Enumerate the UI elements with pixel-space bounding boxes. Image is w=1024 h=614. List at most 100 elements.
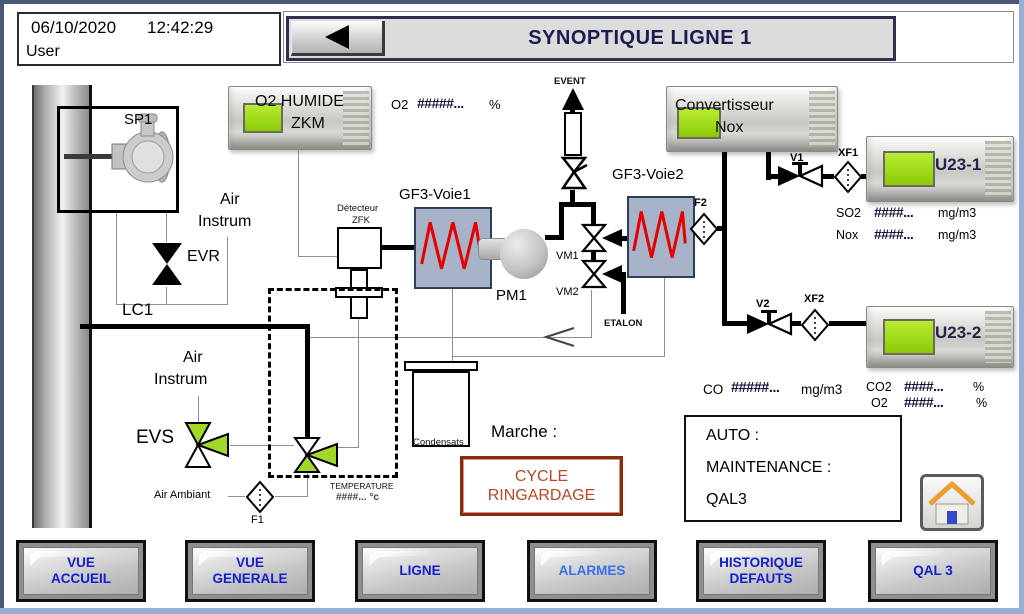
zkm-label-2: ZKM [291, 115, 325, 132]
pipe [559, 202, 596, 207]
o2-top-label: O2 [391, 97, 409, 112]
o2-top-unit: % [489, 97, 501, 112]
pipe [591, 204, 596, 224]
pipe [198, 396, 199, 422]
home-icon [928, 481, 976, 524]
nav-label: HISTORIQUE [719, 555, 803, 570]
evr-valve-icon [152, 243, 182, 285]
pipe [228, 496, 245, 497]
air-ambiant-label: Air Ambiant [154, 489, 211, 501]
o2-bottom-label: O2 [871, 396, 888, 410]
back-button[interactable] [291, 21, 385, 56]
pipe [861, 174, 868, 179]
nav-label: DEFAUTS [729, 571, 793, 586]
converter-screen [677, 107, 721, 139]
sp1-label: SP1 [124, 111, 153, 128]
zkm-analyzer: O2 HUMIDE ZKM [228, 86, 372, 150]
nav-historique-defauts-button[interactable]: HISTORIQUE DEFAUTS [696, 540, 826, 602]
pipe [298, 148, 299, 257]
f1-label: F1 [251, 514, 264, 526]
pipe [791, 321, 801, 326]
heatsink-ridges [809, 91, 835, 147]
evs-label: EVS [136, 427, 175, 448]
vm2-valve-icon [580, 259, 622, 289]
pipe-lc1 [80, 324, 310, 329]
vent-arrow-icon [562, 88, 584, 110]
u23-1-label: U23-1 [935, 155, 982, 174]
nox-label: Nox [836, 228, 859, 242]
gf3-voie2-heater [627, 196, 695, 278]
u23-1-analyzer: U23-1 [866, 136, 1014, 202]
u23-1-screen [883, 151, 935, 187]
co-value: #####... [731, 380, 780, 396]
maintenance-label: MAINTENANCE : [706, 459, 832, 476]
zfk-detector [337, 227, 382, 269]
so2-label: SO2 [836, 206, 862, 220]
xf1-label: XF1 [838, 147, 859, 159]
pipe [358, 319, 359, 448]
air-instrum-low-2: Instrum [154, 371, 208, 388]
so2-unit: mg/m3 [938, 206, 977, 220]
sample-3way-valve-icon [293, 437, 338, 473]
evr-label: EVR [187, 248, 220, 265]
zkm-screen [243, 103, 283, 133]
rotameter [564, 112, 582, 156]
temperature-label: TEMPERATURE [330, 481, 394, 491]
v1-label: V1 [790, 152, 804, 164]
pipe-etalon [621, 272, 626, 314]
o2-bottom-unit: % [976, 396, 988, 410]
page-title: SYNOPTIQUE LIGNE 1 [528, 27, 752, 49]
nav-vue-accueil-button[interactable]: VUE ACCUEIL [16, 540, 146, 602]
air-instrum-top-1: Air [220, 191, 240, 208]
home-button[interactable] [920, 474, 984, 531]
heated-enclosure [268, 288, 398, 478]
gf3-voie1-label: GF3-Voie1 [399, 186, 471, 203]
u23-2-analyzer: U23-2 [866, 306, 1014, 368]
heatsink-ridges [985, 141, 1011, 197]
probe-icon [64, 113, 174, 183]
cycle-ringardage-box: CYCLE RINGARDAGE [460, 456, 623, 516]
nav-qal3-button[interactable]: QAL 3 [868, 540, 998, 602]
detector-label-1: Détecteur [337, 203, 379, 214]
nox-unit: mg/m3 [938, 228, 977, 242]
nav-vue-generale-button[interactable]: VUE GENERALE [185, 540, 315, 602]
u23-2-screen [883, 319, 935, 355]
gf3-voie2-label: GF3-Voie2 [612, 166, 684, 183]
pipe [722, 321, 748, 326]
vent-valve-icon [560, 156, 588, 190]
vm1-label: VM1 [556, 250, 579, 262]
pipe [166, 287, 167, 305]
nav-label: ALARMES [558, 563, 626, 578]
pipe [591, 252, 596, 260]
pipe [338, 447, 358, 448]
vm1-valve-icon [580, 223, 622, 253]
zkm-label-1: O2 HUMIDE [255, 93, 344, 110]
frame-edge [0, 608, 1024, 614]
converter-label-2: Nox [715, 119, 744, 136]
auto-label: AUTO : [706, 427, 760, 444]
evs-valve-icon [184, 422, 229, 468]
v1-valve-icon [778, 162, 824, 188]
cycle-line1: CYCLE [514, 468, 569, 485]
nav-label: VUE [67, 555, 95, 570]
nav-label: LIGNE [399, 563, 441, 578]
pipe [822, 174, 834, 179]
pipe [766, 150, 771, 180]
pipe [559, 202, 564, 240]
nav-label: VUE [236, 555, 264, 570]
v2-label: V2 [756, 298, 770, 310]
f2-label: F2 [694, 197, 707, 209]
pipe [230, 445, 294, 446]
nav-ligne-button[interactable]: LIGNE [355, 540, 485, 602]
co2-value: ####... [904, 378, 944, 394]
heatsink-ridges [985, 311, 1011, 363]
nav-alarmes-button[interactable]: ALARMES [527, 540, 657, 602]
xf2-filter-icon [800, 308, 830, 342]
time-text: 12:42:29 [147, 18, 214, 37]
nox-value: ####... [874, 226, 914, 242]
nav-label: QAL 3 [913, 563, 953, 578]
co2-label: CO2 [866, 380, 892, 394]
pipe [166, 213, 167, 242]
frame-edge [0, 0, 1024, 4]
f1-filter-icon [245, 480, 275, 514]
